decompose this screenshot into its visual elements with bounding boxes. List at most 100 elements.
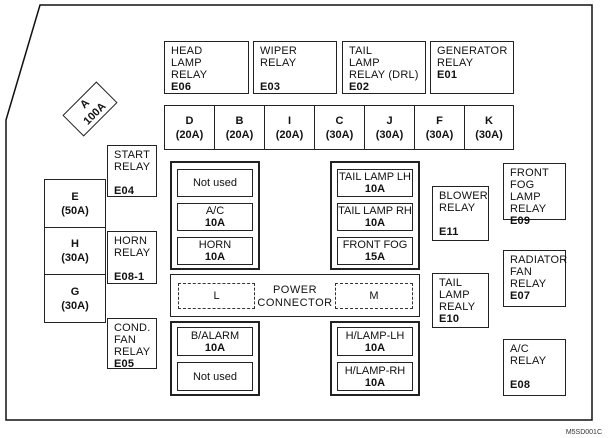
relay-name: GENERATOR RELAY bbox=[437, 45, 508, 69]
relay-name: HORN RELAY bbox=[114, 235, 151, 259]
relay-code: E04 bbox=[114, 185, 135, 197]
fuse-slot-h-lamp-rh: H/LAMP-RH 10A bbox=[337, 362, 413, 391]
slot-amp: 10A bbox=[364, 217, 386, 229]
slot-name: H/LAMP-LH bbox=[345, 329, 405, 342]
fuse-b: B (20A) bbox=[214, 105, 265, 150]
head-lamp-relay: HEAD LAMP RELAY E06 bbox=[164, 41, 249, 94]
relay-name: BLOWER RELAY bbox=[439, 190, 488, 214]
relay-name: HEAD LAMP RELAY bbox=[171, 45, 208, 81]
reference-code: M5SD001C bbox=[565, 429, 602, 436]
tail-lamp-relay-drl: TAIL LAMP RELAY (DRL) E02 bbox=[342, 41, 426, 94]
slot-amp: 10A bbox=[364, 376, 386, 389]
fuse-group-center-left: Not used A/C 10A HORN 10A bbox=[170, 161, 260, 270]
fuse-letter: E bbox=[71, 190, 79, 203]
fuse-slot-horn: HORN 10A bbox=[177, 237, 253, 265]
fuse-slot-not-used: Not used bbox=[177, 362, 253, 391]
relay-code: E08-1 bbox=[114, 271, 145, 283]
cond-fan-relay: COND. FAN RELAY E05 bbox=[107, 318, 157, 370]
radiator-fan-relay: RADIATOR FAN RELAY E07 bbox=[503, 250, 568, 307]
slot-name: B/ALARM bbox=[190, 329, 240, 342]
ac-relay: A/C RELAY E08 bbox=[503, 339, 566, 396]
fuse-letter: C bbox=[335, 114, 344, 127]
fuse-rating: (20A) bbox=[275, 128, 304, 141]
fuse-slot-front-fog: FRONT FOG 15A bbox=[337, 237, 413, 265]
fuse-g: G (30A) bbox=[44, 274, 106, 323]
relay-code: E10 bbox=[439, 313, 460, 325]
fuse-letter: H bbox=[71, 238, 79, 250]
fuse-e: E (50A) bbox=[44, 179, 106, 228]
fuse-j: J (30A) bbox=[364, 105, 415, 150]
start-relay: START RELAY E04 bbox=[107, 145, 157, 197]
fuse-letter: J bbox=[386, 114, 393, 127]
relay-name: TAIL LAMP REALY bbox=[439, 277, 476, 313]
fuse-letter: G bbox=[70, 285, 80, 298]
fuse-letter: D bbox=[185, 114, 194, 127]
fuse-slot-tail-lamp-lh: TAIL LAMP LH 10A bbox=[337, 169, 413, 197]
relay-code: E06 bbox=[171, 81, 192, 93]
relay-code: E09 bbox=[510, 215, 531, 227]
slot-name: TAIL LAMP LH bbox=[339, 171, 411, 183]
slot-amp: 10A bbox=[364, 183, 386, 195]
fuse-row: D (20A) B (20A) I (20A) C (30A) J (30A) … bbox=[164, 105, 514, 150]
fuse-rating: (50A) bbox=[61, 204, 89, 217]
fuse-group-bottom-right: H/LAMP-LH 10A H/LAMP-RH 10A bbox=[330, 321, 420, 396]
fuse-rating: (30A) bbox=[475, 128, 503, 141]
generator-relay: GENERATOR RELAY E01 bbox=[430, 41, 514, 94]
fuse-slot-h-lamp-lh: H/LAMP-LH 10A bbox=[337, 327, 413, 356]
fuse-rating: (30A) bbox=[325, 128, 354, 141]
fuse-group-center-right: TAIL LAMP LH 10A TAIL LAMP RH 10A FRONT … bbox=[330, 161, 420, 270]
front-fog-lamp-relay: FRONT FOG LAMP RELAY E09 bbox=[503, 163, 566, 227]
fuse-rating: (30A) bbox=[375, 128, 404, 141]
horn-relay: HORN RELAY E08-1 bbox=[107, 231, 157, 284]
fuse-letter: K bbox=[485, 114, 493, 127]
tail-lamp-realy: TAIL LAMP REALY E10 bbox=[432, 273, 489, 328]
slot-name: H/LAMP-RH bbox=[344, 364, 406, 377]
slot-amp: 10A bbox=[364, 341, 386, 354]
fuse-rating: (20A) bbox=[225, 128, 254, 141]
relay-code: E07 bbox=[510, 290, 531, 302]
fuse-rating: (20A) bbox=[175, 128, 204, 141]
relay-code: E01 bbox=[437, 69, 458, 81]
fuse-c: C (30A) bbox=[314, 105, 365, 150]
relay-name: RADIATOR FAN RELAY bbox=[510, 254, 568, 290]
fuse-rating: (30A) bbox=[61, 252, 89, 264]
relay-code: E03 bbox=[260, 81, 281, 93]
fuse-k: K (30A) bbox=[464, 105, 514, 150]
fuse-i: I (20A) bbox=[264, 105, 315, 150]
fuse-rating: (30A) bbox=[425, 128, 454, 141]
blower-relay: BLOWER RELAY E11 bbox=[432, 186, 489, 241]
relay-name: A/C RELAY bbox=[510, 343, 547, 367]
slot-name: TAIL LAMP RH bbox=[338, 205, 412, 217]
slot-name: FRONT FOG bbox=[342, 239, 408, 251]
slot-name: Not used bbox=[192, 370, 238, 383]
wiper-relay: WIPER RELAY E03 bbox=[253, 41, 337, 94]
fuse-d: D (20A) bbox=[164, 105, 215, 150]
slot-name: A/C bbox=[205, 205, 225, 217]
power-connector-l: L bbox=[178, 283, 255, 309]
relay-name: TAIL LAMP RELAY (DRL) bbox=[349, 45, 419, 81]
slot-amp: 15A bbox=[364, 251, 386, 263]
relay-code: E08 bbox=[510, 379, 531, 391]
relay-name: START RELAY bbox=[114, 149, 151, 173]
fuse-slot-tail-lamp-rh: TAIL LAMP RH 10A bbox=[337, 203, 413, 231]
power-connector: L POWER CONNECTOR M bbox=[170, 274, 420, 317]
fuse-slot-ac: A/C 10A bbox=[177, 203, 253, 231]
fuse-letter: F bbox=[436, 114, 443, 127]
fuse-h: H (30A) bbox=[44, 227, 106, 275]
relay-code: E02 bbox=[349, 81, 370, 93]
fuse-letter: B bbox=[235, 114, 244, 127]
fuse-rating: (30A) bbox=[61, 299, 89, 312]
slot-amp: 10A bbox=[204, 251, 226, 263]
power-connector-m: M bbox=[335, 283, 413, 309]
relay-code: E05 bbox=[114, 358, 135, 370]
relay-name: FRONT FOG LAMP RELAY bbox=[510, 167, 549, 215]
relay-name: COND. FAN RELAY bbox=[114, 322, 151, 358]
slot-amp: 10A bbox=[204, 217, 226, 229]
slot-amp: 10A bbox=[204, 341, 226, 354]
relay-name: WIPER RELAY bbox=[260, 45, 298, 69]
slot-name: Not used bbox=[192, 177, 238, 189]
fuse-slot-not-used: Not used bbox=[177, 169, 253, 197]
fuse-letter: I bbox=[287, 114, 292, 127]
power-connector-label: POWER CONNECTOR bbox=[257, 284, 333, 309]
